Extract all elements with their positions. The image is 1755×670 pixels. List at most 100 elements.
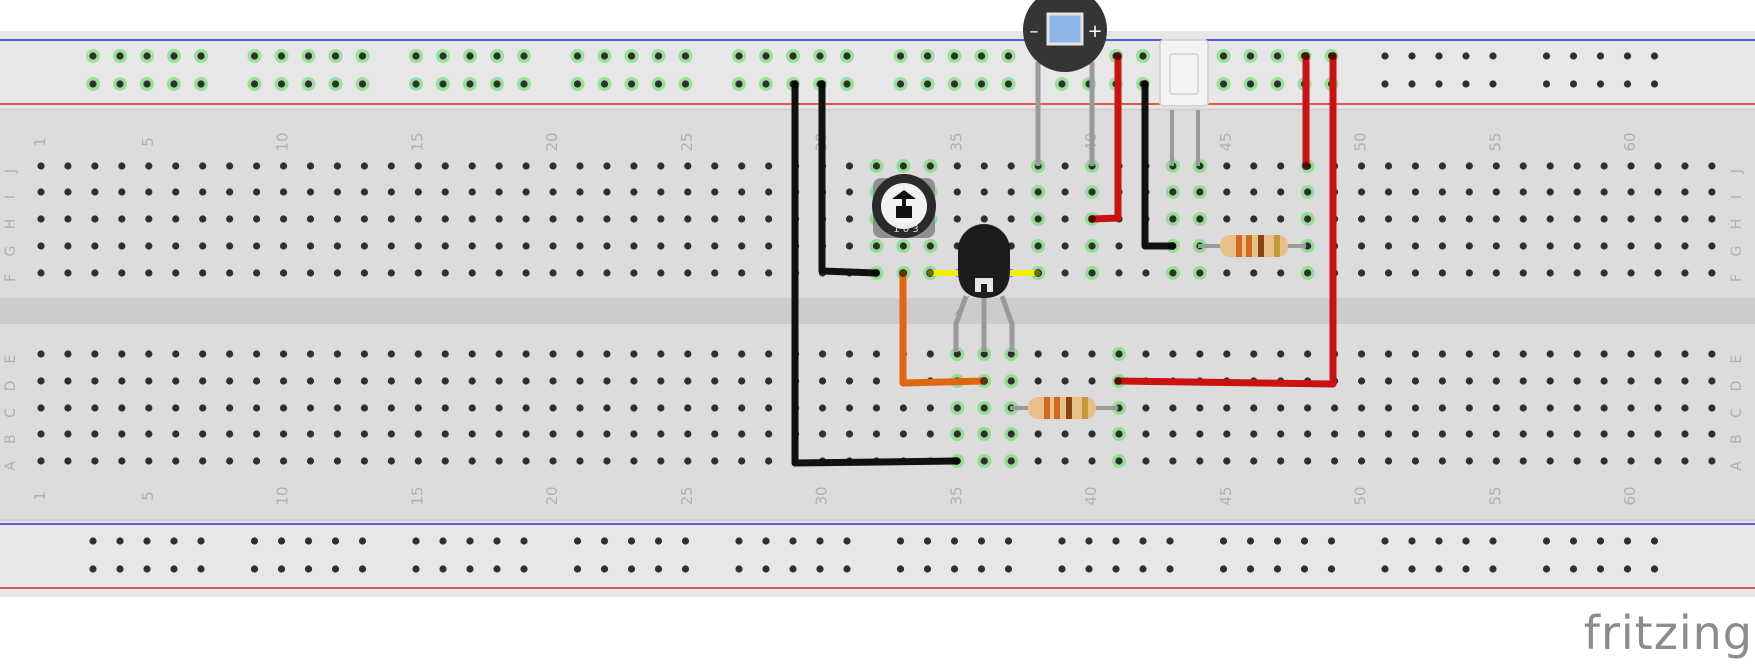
hole [765,269,773,277]
hole [1411,242,1420,250]
rail-hole [816,52,824,60]
hole [1546,242,1554,250]
hole [360,404,368,412]
hole [684,215,692,223]
hole [333,188,342,196]
rail-hole [331,52,340,60]
potentiometer-label: 1 0 3 [893,224,918,235]
hole [118,377,126,385]
row-letter-right: J [1729,169,1745,174]
hole [1708,269,1716,277]
hole [279,404,288,412]
hole [1519,404,1527,412]
hole [765,188,773,196]
hole [1304,457,1312,465]
rail-hole [439,52,447,60]
hole [657,269,665,277]
hole [360,350,368,358]
hole [118,242,126,250]
rail-hole [1489,52,1497,60]
hole [226,377,234,385]
hole [1546,404,1554,412]
hole [306,188,315,196]
hole [1384,350,1393,358]
hole [1627,430,1635,438]
hole [495,188,503,196]
hole [657,215,665,223]
hole [738,430,746,438]
hole [657,242,665,250]
rail-hole [250,565,259,573]
row-letter-right: A [1729,461,1745,471]
resistor-2-band [1066,397,1072,419]
red-wire-photocell-end [1088,215,1096,223]
rail-hole [1650,52,1659,60]
hole [1196,457,1204,465]
hole [953,162,961,170]
hole [1357,404,1366,412]
hole [118,188,126,196]
hole [1142,269,1150,277]
hole [576,457,584,465]
transistor-mark-notch [981,284,987,292]
hole [495,350,503,358]
rail-hole [170,565,178,573]
rail-hole [358,80,367,88]
hole [980,350,988,358]
hole [657,350,665,358]
hole [1223,430,1231,438]
hole [226,430,234,438]
hole [549,215,557,223]
hole [1250,188,1258,196]
rail-hole [358,565,367,573]
hole [1708,350,1716,358]
hole [1654,457,1662,465]
hole [145,350,153,358]
hole [64,269,72,277]
rail-hole [843,52,851,60]
rail-hole [304,565,313,573]
hole [441,188,449,196]
rail-hole [1273,565,1282,573]
hole [1196,215,1204,223]
hole [576,430,584,438]
rail-hole [1623,80,1632,88]
hole [1519,162,1527,170]
rail-hole [1058,537,1066,545]
hole [1115,350,1123,358]
hole [1357,215,1366,223]
hole [387,350,395,358]
column-label-bottom: 50 [1352,486,1370,505]
hole [1438,269,1446,277]
hole [549,404,557,412]
hole [495,404,503,412]
hole [1627,404,1635,412]
rail-hole [735,52,743,60]
hole [441,404,449,412]
hole [172,242,180,250]
red-wire-long [1114,52,1337,388]
hole [1115,457,1123,465]
rail-hole [89,52,97,60]
rail-hole [789,52,797,60]
rail-hole [520,52,528,60]
hole [630,404,638,412]
hole [1357,269,1366,277]
hole [1169,269,1177,277]
transistor-lead [999,295,1015,352]
rail-hole [1596,80,1605,88]
rail-hole [1381,565,1389,573]
hole [1546,457,1554,465]
hole [226,350,234,358]
hole [172,350,180,358]
hole [1384,215,1393,223]
rail-hole [412,52,420,60]
row-letter-right: E [1729,355,1745,364]
hole [91,215,99,223]
rail-hole [1596,52,1605,60]
hole [1250,269,1258,277]
hole [1357,188,1366,196]
photocell-plus-sign: + [1087,21,1102,42]
hole [1088,269,1096,277]
hole [172,457,180,465]
